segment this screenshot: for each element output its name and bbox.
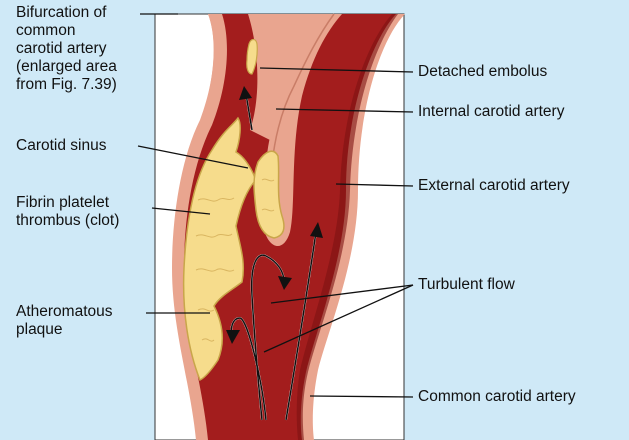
label-detached-embolus: Detached embolus [418, 63, 547, 81]
label-internal-carotid: Internal carotid artery [418, 103, 564, 121]
label-external-carotid: External carotid artery [418, 177, 570, 195]
label-carotid-sinus: Carotid sinus [16, 137, 106, 155]
label-common-carotid: Common carotid artery [418, 388, 576, 406]
label-fibrin-thrombus: Fibrin platelet thrombus (clot) [16, 194, 119, 230]
label-turbulent-flow: Turbulent flow [418, 276, 515, 294]
label-atheromatous-plaque: Atheromatous plaque [16, 303, 113, 339]
label-bifurcation: Bifurcation of common carotid artery (en… [16, 4, 117, 94]
